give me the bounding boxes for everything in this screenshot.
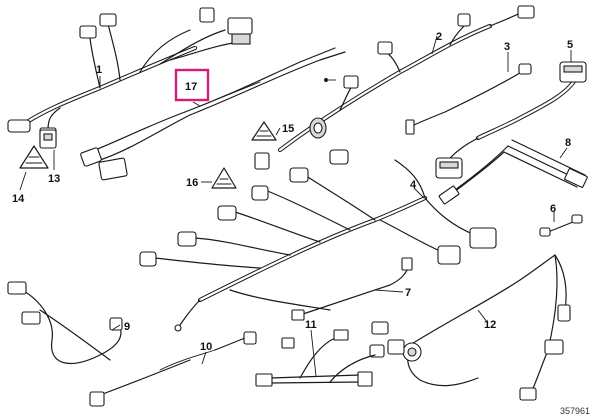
part-7-cable[interactable]	[291, 257, 413, 321]
part-12-harness[interactable]	[369, 254, 571, 401]
connector-icon	[139, 149, 497, 332]
callout-7: 7	[405, 287, 411, 299]
part-8-flat-cable[interactable]	[438, 139, 588, 205]
callout-11: 11	[305, 319, 317, 331]
callout-17: 17	[185, 81, 197, 93]
callout-3: 3	[504, 41, 510, 53]
warning-triangle-icon	[211, 167, 237, 189]
warning-triangle-icon	[19, 145, 49, 169]
part-13-connector[interactable]	[39, 129, 57, 149]
part-15-connector[interactable]	[254, 152, 270, 170]
part-9-cable[interactable]	[7, 281, 123, 364]
callout-1: 1	[96, 64, 102, 76]
part-5-cable[interactable]	[435, 61, 587, 179]
grommet-icon	[309, 117, 327, 139]
leader-lines	[19, 35, 572, 377]
connector-icon	[80, 78, 336, 181]
part-10-cable[interactable]	[89, 331, 257, 407]
part-2-harness[interactable]	[277, 5, 535, 153]
connector-icon	[435, 61, 587, 179]
callout-14: 14	[12, 193, 25, 205]
callout-16: 16	[186, 177, 198, 189]
connector-icon	[343, 5, 535, 89]
callout-4: 4	[410, 179, 417, 191]
callout-6: 6	[550, 203, 556, 215]
callout-15: 15	[282, 123, 294, 135]
part-1-harness[interactable]	[7, 7, 253, 145]
reference-number: 357961	[560, 406, 590, 416]
plug-icon[interactable]	[369, 304, 571, 401]
callout-10: 10	[200, 341, 212, 353]
callout-12: 12	[484, 319, 496, 331]
callout-13: 13	[48, 173, 60, 185]
part-4-harness[interactable]	[139, 149, 497, 332]
callout-8: 8	[565, 137, 571, 149]
part-11-cable[interactable]	[255, 329, 376, 387]
part-17-cable[interactable]	[80, 47, 346, 181]
part-6-terminal[interactable]	[539, 214, 583, 237]
part-3-cable[interactable]	[405, 63, 532, 135]
callout-5: 5	[567, 39, 573, 51]
callout-9: 9	[124, 321, 130, 333]
warning-triangle-icon	[251, 121, 277, 141]
callout-2: 2	[436, 31, 442, 43]
callout-17-highlight[interactable]	[174, 68, 210, 102]
